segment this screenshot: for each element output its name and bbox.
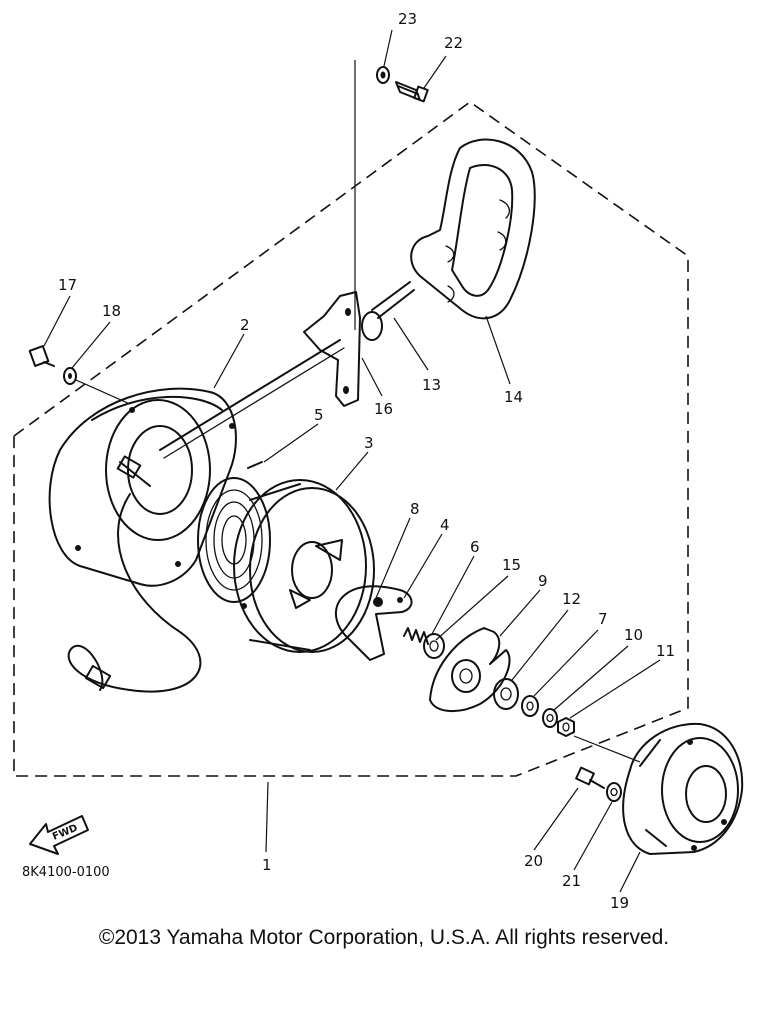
callout-leaders: [43, 29, 661, 893]
callout-1: 1: [262, 856, 272, 874]
part-17-bolt: [28, 345, 55, 367]
callout-15: 15: [502, 556, 521, 574]
callout-labels: 23 22 17 18 2 5 3 8 4 6 15 9 12 7 10 11 …: [58, 10, 675, 912]
part-16-bracket: [303, 291, 361, 407]
part-15-spring: [403, 627, 429, 645]
part-13-rope-guide: [361, 281, 415, 341]
leader-1: [265, 781, 269, 853]
recoil-starter-exploded-diagram: 23 22 17 18 2 5 3 8 4 6 15 9 12 7 10 11 …: [13, 10, 744, 912]
callout-23: 23: [398, 10, 417, 28]
callout-6: 6: [470, 538, 480, 556]
part-4-ratchet: [334, 585, 413, 661]
drawing-code: 8K4100-0100: [22, 865, 110, 880]
callout-17: 17: [58, 276, 77, 294]
part-14-handle: [410, 138, 536, 320]
part-6-washer: [423, 633, 445, 659]
callout-4: 4: [440, 516, 450, 534]
callout-13: 13: [422, 376, 441, 394]
axis-line: [573, 735, 641, 763]
part-2-housing: [48, 387, 237, 587]
cable-connector: [84, 664, 112, 690]
part-20-bolt: [575, 766, 605, 789]
callout-16: 16: [374, 400, 393, 418]
callout-8: 8: [410, 500, 420, 518]
callout-21: 21: [562, 872, 581, 890]
starter-rope: [159, 339, 341, 451]
callout-12: 12: [562, 590, 581, 608]
part-3-pulley: [233, 479, 375, 653]
callout-2: 2: [240, 316, 250, 334]
part-18-washer: [63, 367, 77, 385]
callout-19: 19: [610, 894, 629, 912]
fwd-arrow-icon: FWD: [29, 815, 89, 855]
part-12-washer: [493, 678, 519, 710]
part-9-friction-plate: [429, 627, 511, 712]
callout-18: 18: [102, 302, 121, 320]
callout-20: 20: [524, 852, 543, 870]
kill-switch-cable: [67, 493, 202, 693]
callout-10: 10: [624, 626, 643, 644]
part-21-washer: [606, 782, 622, 802]
callout-22: 22: [444, 34, 463, 52]
part-10-washer: [542, 708, 558, 728]
part-11-nut: [557, 717, 575, 737]
callout-9: 9: [538, 572, 548, 590]
copyright-notice: ©2013 Yamaha Motor Corporation, U.S.A. A…: [98, 926, 670, 949]
callout-3: 3: [364, 434, 374, 452]
part-23-washer: [376, 66, 390, 84]
callout-5: 5: [314, 406, 324, 424]
part-7-washer: [521, 695, 539, 717]
part-22-bolt: [395, 81, 429, 103]
callout-11: 11: [656, 642, 675, 660]
assembly-boundary: [13, 101, 689, 777]
callout-7: 7: [598, 610, 608, 628]
part-19-starter-pulley: [622, 722, 744, 855]
callout-14: 14: [504, 388, 523, 406]
